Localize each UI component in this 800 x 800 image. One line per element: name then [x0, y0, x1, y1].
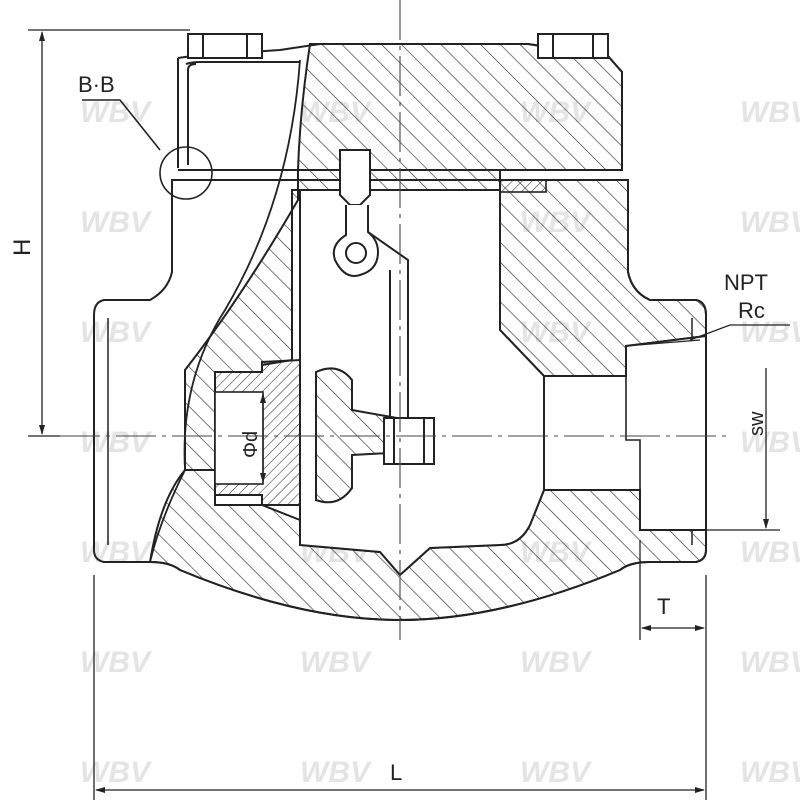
thread-npt-label: NPT	[724, 270, 768, 295]
watermark-text: WBV	[520, 646, 593, 679]
gasket	[499, 179, 547, 193]
length-label: L	[390, 760, 402, 785]
disc-assembly	[315, 149, 435, 504]
watermark-text: WBV	[740, 316, 800, 349]
thread-rc-label: Rc	[738, 298, 765, 323]
watermark-text: WBV	[80, 206, 153, 239]
watermark-text: WBV	[740, 206, 800, 239]
height-label: H	[9, 239, 36, 256]
watermark-text: WBV	[80, 646, 153, 679]
watermark-text: WBV	[300, 646, 373, 679]
watermark-text: WBV	[80, 536, 153, 569]
watermark-text: WBV	[300, 756, 373, 789]
bonnet-bolts	[187, 33, 609, 59]
watermark-text: WBV	[80, 96, 153, 129]
watermark-text: WBV	[80, 426, 153, 459]
bore-label: Φd	[240, 431, 262, 458]
section-break-line	[149, 59, 301, 563]
dimension-lines	[28, 29, 790, 800]
watermark-text: WBV	[80, 316, 153, 349]
watermark-text: WBV	[740, 96, 800, 129]
thickness-label: T	[657, 594, 670, 619]
detail-callout	[82, 99, 213, 200]
socket-width-label: sw	[746, 411, 768, 436]
watermark-text: WBV	[740, 426, 800, 459]
watermark-text: WBV	[740, 646, 800, 679]
watermark-text: WBV	[520, 756, 593, 789]
section-bb-label: B·B	[78, 72, 115, 97]
center-lines	[60, 0, 730, 640]
watermark-text: WBV	[740, 536, 800, 569]
watermark-text: WBV	[740, 756, 800, 789]
cover-section	[297, 43, 623, 191]
watermark-text: WBV	[80, 756, 153, 789]
